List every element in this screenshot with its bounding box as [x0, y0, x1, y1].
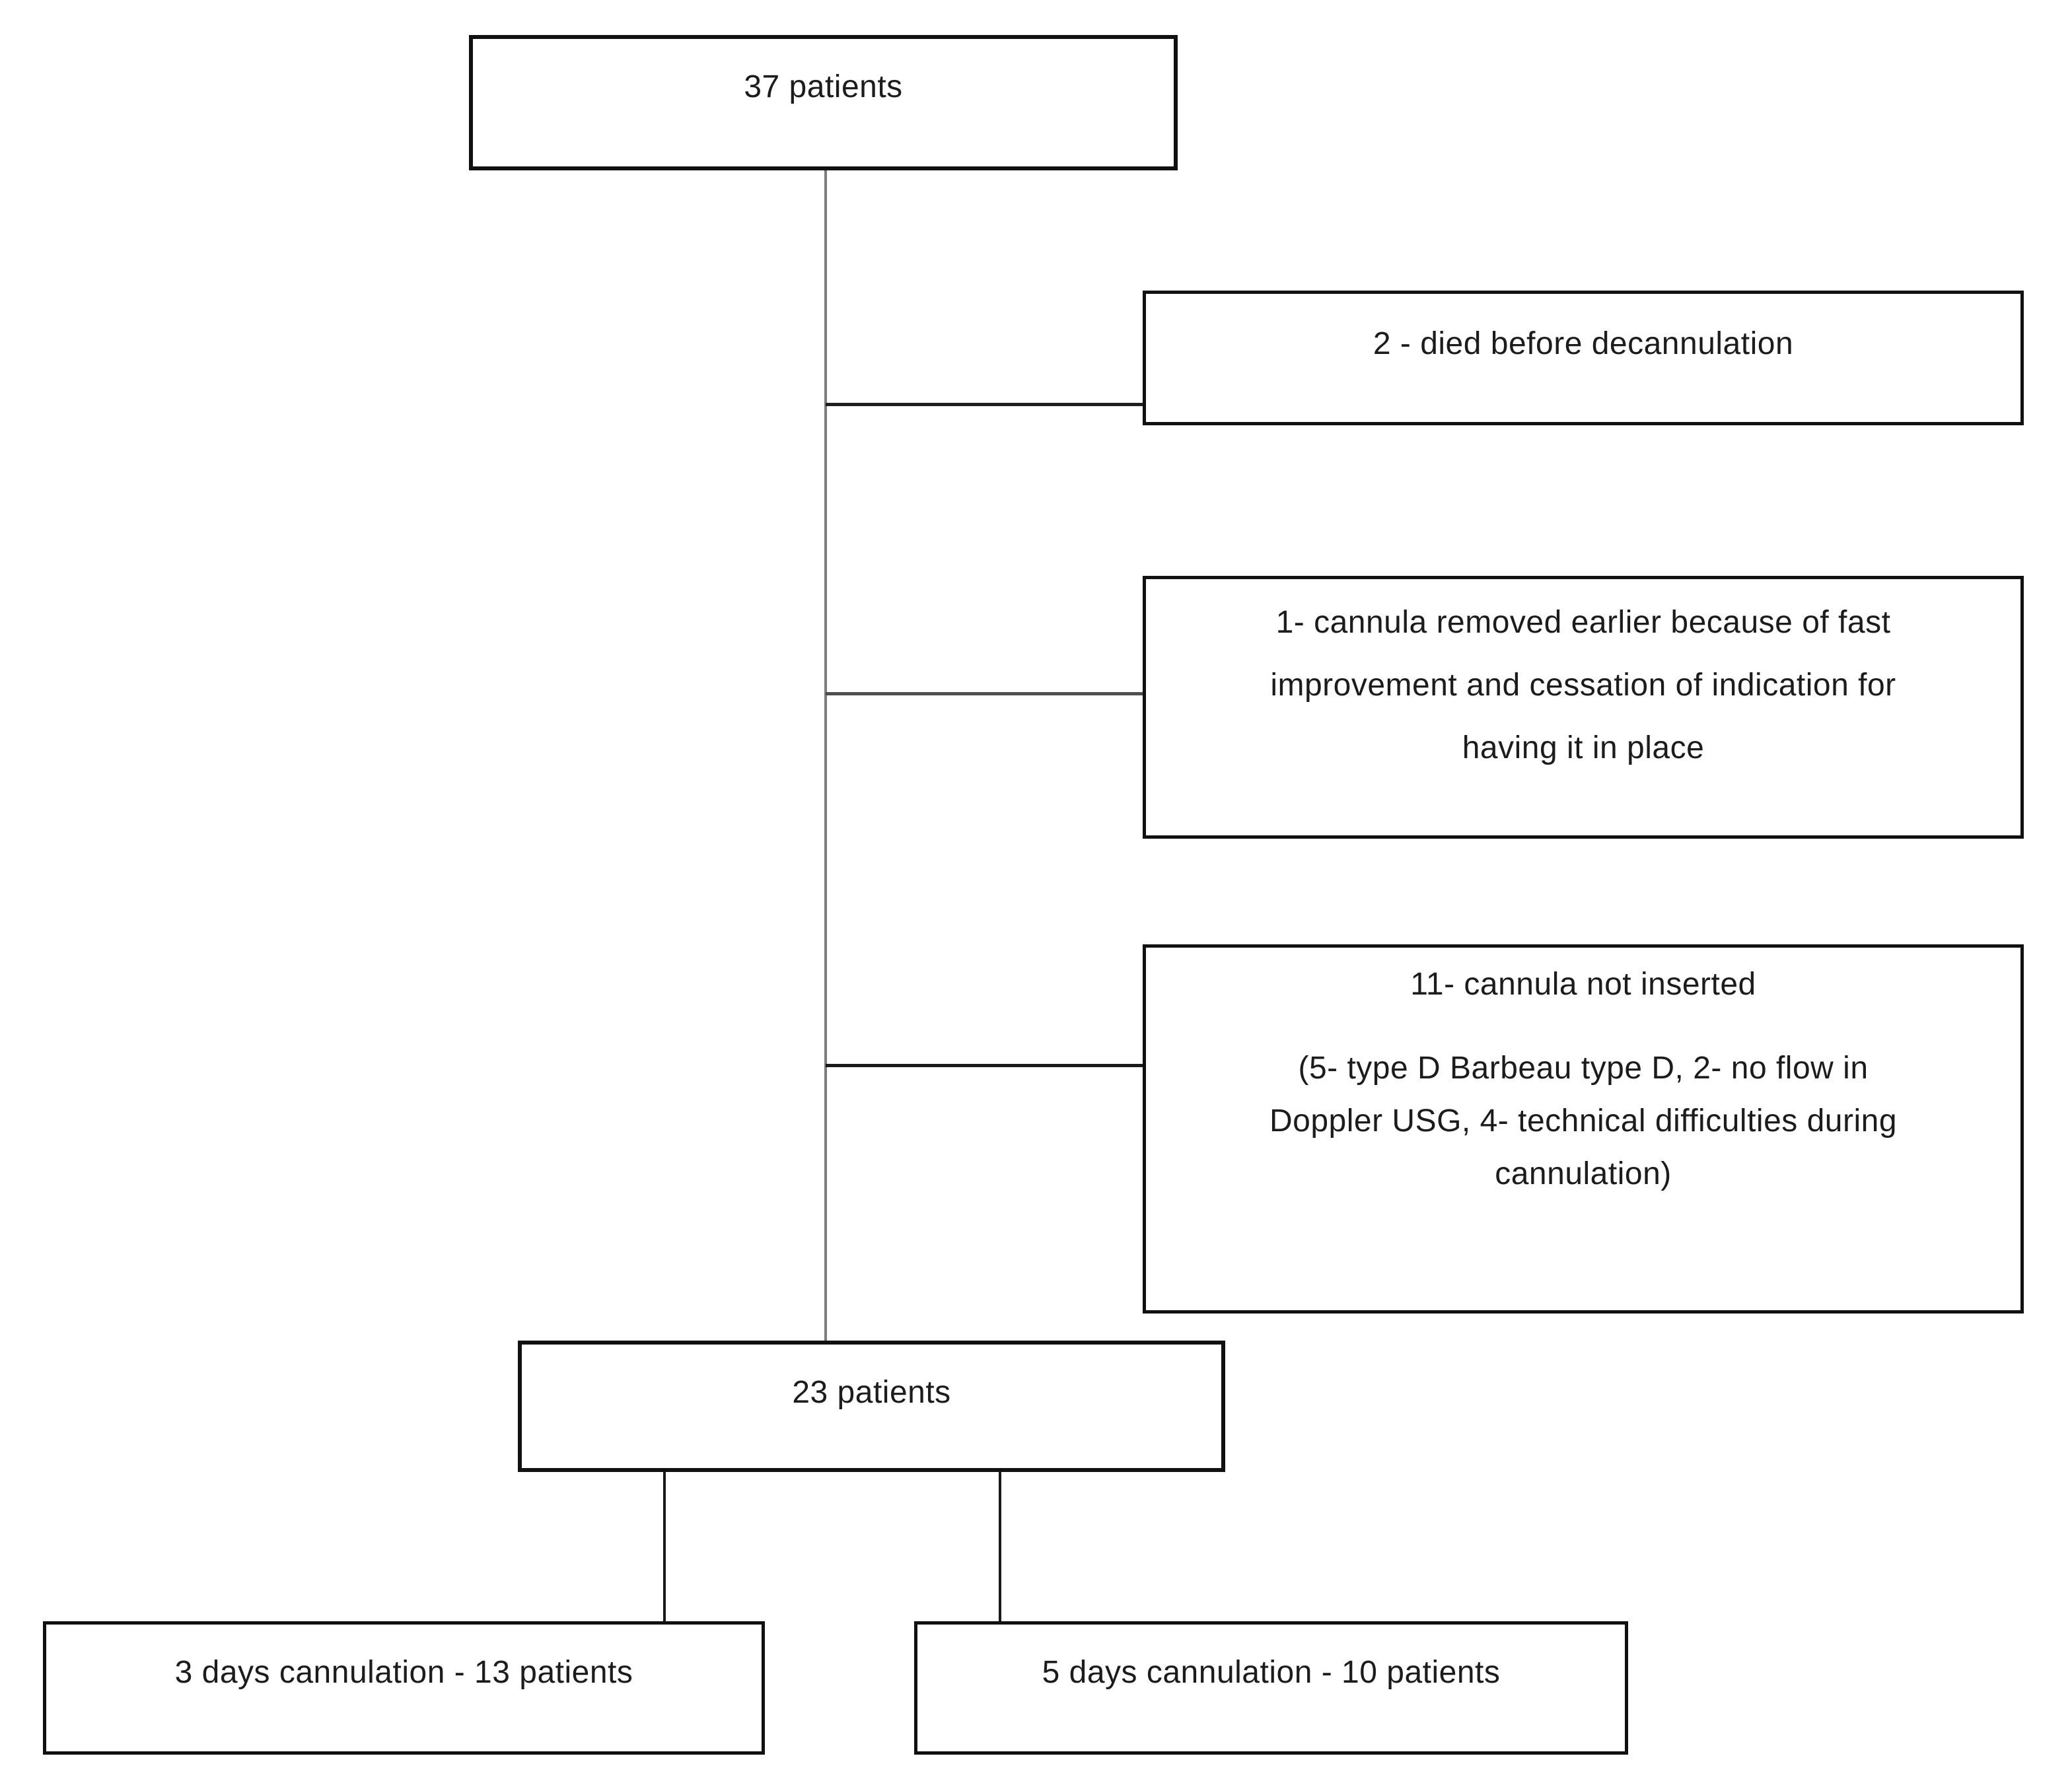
node-notins-detail-line-2: Doppler USG, 4- technical difficulties d…: [1269, 1104, 1898, 1139]
node-removed-line-2: improvement and cessation of indication …: [1270, 668, 1896, 703]
node-cannula-not-inserted: 11- cannula not inserted (5- type D Barb…: [1143, 944, 2024, 1314]
node-notins-detail-line-3: cannulation): [1495, 1156, 1672, 1191]
node-notins-detail-line-1: (5- type D Barbeau type D, 2- no flow in: [1298, 1051, 1869, 1086]
branch-line-removed-early: [826, 692, 1143, 695]
node-three-day-cannulation: 3 days cannulation - 13 patients: [43, 1621, 765, 1755]
node-died-before-decannulation: 2 - died before decannulation: [1143, 291, 2024, 425]
node-died-label: 2 - died before decannulation: [1373, 326, 1794, 361]
node-notins-title: 11- cannula not inserted: [1410, 967, 1756, 1002]
node-five-day-cannulation: 5 days cannulation - 10 patients: [914, 1621, 1628, 1755]
branch-line-died: [826, 403, 1143, 406]
node-total-patients: 37 patients: [469, 35, 1178, 170]
branch-line-not-inserted: [826, 1064, 1143, 1067]
node-notins-spacer: [1146, 1016, 2020, 1042]
node-three-day-label: 3 days cannulation - 13 patients: [174, 1655, 633, 1690]
node-cannula-removed-early: 1- cannula removed earlier because of fa…: [1143, 576, 2024, 839]
drop-line-five-day: [999, 1472, 1001, 1621]
node-five-day-label: 5 days cannulation - 10 patients: [1042, 1655, 1501, 1690]
node-notins-detail: (5- type D Barbeau type D, 2- no flow in…: [1146, 1042, 2020, 1201]
node-removed-line-3: having it in place: [1462, 730, 1705, 765]
node-included-patients: 23 patients: [518, 1341, 1225, 1472]
drop-line-three-day: [663, 1472, 666, 1621]
node-removed-line-1: 1- cannula removed earlier because of fa…: [1275, 605, 1891, 640]
node-total-patients-label: 37 patients: [744, 69, 903, 104]
spine-connector-line: [824, 170, 827, 1341]
node-included-label: 23 patients: [792, 1375, 951, 1410]
